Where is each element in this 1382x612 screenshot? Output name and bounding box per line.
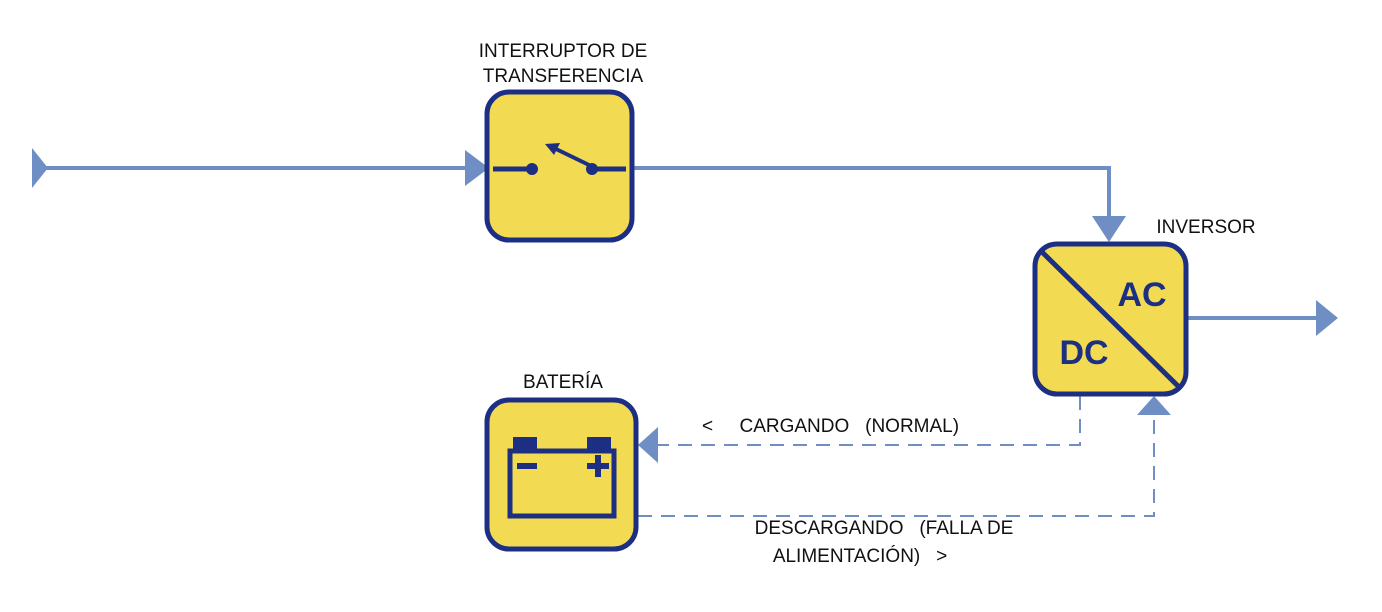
inverter-input-arrowhead: [1092, 216, 1126, 242]
charging-label: < CARGANDO (NORMAL): [702, 416, 959, 437]
input-arrow-tail: [32, 148, 48, 188]
discharging-label-line1: DESCARGANDO (FALLA DE: [755, 518, 1014, 539]
inverter-label: INVERSOR: [1156, 217, 1255, 238]
battery-block: [484, 397, 639, 552]
ac-label: AC: [1117, 276, 1166, 314]
charging-dashed-line: [650, 396, 1081, 446]
output-arrowhead: [1316, 300, 1338, 336]
charging-arrowhead: [638, 427, 658, 463]
power-flow-lines: [32, 148, 1338, 336]
dc-label: DC: [1059, 334, 1108, 372]
inverter-block: AC DC: [1032, 241, 1189, 397]
switch-to-inverter-line: [632, 166, 1111, 222]
dc-ac-converter-icon: [1038, 248, 1182, 390]
discharging-dashed-line: [638, 418, 1155, 517]
discharging-arrowhead: [1137, 396, 1171, 415]
battery-label: BATERÍA: [523, 372, 603, 393]
transfer-switch-block: [484, 89, 635, 243]
switch-label-line1: INTERRUPTOR DE: [479, 41, 648, 62]
switch-label-line2: TRANSFERENCIA: [483, 66, 644, 87]
input-arrowhead: [465, 150, 489, 186]
battery-icon: [507, 437, 617, 519]
battery-flow-lines: [638, 396, 1171, 517]
transfer-switch-icon: [493, 143, 626, 175]
discharging-label-line2: ALIMENTACIÓN) >: [773, 545, 947, 567]
